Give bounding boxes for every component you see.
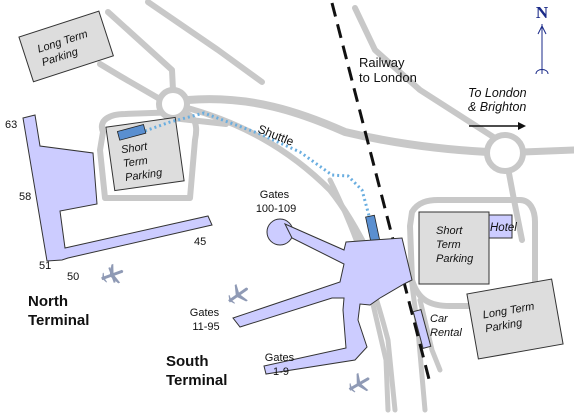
long-term-parking-southeast[interactable]: [466, 278, 564, 360]
pier-number-58: 58: [19, 191, 31, 203]
airplane-icon: [228, 283, 248, 304]
road-nw-main: [105, 9, 176, 93]
hotel-building[interactable]: [488, 214, 513, 239]
road-south-b: [369, 297, 391, 413]
compass-letter: N: [536, 3, 549, 22]
road-main-east: [184, 95, 492, 156]
airplane-icon: [348, 372, 370, 393]
short-term-parking-south[interactable]: [418, 211, 490, 285]
roundabout-northwest: [156, 87, 190, 121]
south-terminal-main: [232, 222, 413, 375]
short-term-parking-south-label: Short Term Parking: [436, 225, 474, 265]
roundabout-east: [484, 132, 526, 174]
road-east-brighton: [519, 146, 574, 156]
road-to-car-rental: [417, 297, 443, 373]
gates-1-9-label: Gates 1-9: [265, 352, 297, 378]
shuttle-station-north[interactable]: [116, 124, 147, 141]
north-terminal-label: North Terminal: [28, 293, 89, 329]
long-term-parking-northwest[interactable]: [18, 10, 114, 83]
gates-11-95-label: Gates 11-95: [190, 307, 222, 333]
south-terminal-label: South Terminal: [166, 353, 227, 389]
pier-number-45: 45: [194, 236, 206, 248]
to-london-brighton-label: To London & Brighton: [468, 86, 530, 114]
road-north-from-east-roundabout: [352, 5, 501, 143]
road-nw-parking-access: [97, 61, 161, 101]
compass-icon: N: [535, 3, 549, 75]
north-terminal-building[interactable]: [22, 114, 213, 262]
pier-number-63: 63: [5, 119, 17, 131]
railway-label: Railway to London: [359, 55, 417, 85]
car-rental-building[interactable]: [412, 308, 432, 350]
shuttle-station-south[interactable]: [365, 214, 381, 243]
east-arrow-icon: [469, 122, 526, 130]
shuttle-path: [144, 111, 373, 224]
road-nw-upper: [145, 0, 265, 85]
short-term-parking-north-label: Short Term Parking: [120, 139, 163, 184]
pier-number-50: 50: [67, 271, 79, 283]
hotel-label: Hotel: [490, 222, 517, 234]
airplane-icon: [101, 263, 124, 284]
pier-number-51: 51: [39, 260, 51, 272]
car-rental-label: Car Rental: [430, 313, 462, 339]
road-south-parking-loop: [407, 197, 538, 309]
south-terminal-building[interactable]: [232, 218, 413, 375]
gates-100-109-label: Gates 100-109: [256, 189, 296, 215]
